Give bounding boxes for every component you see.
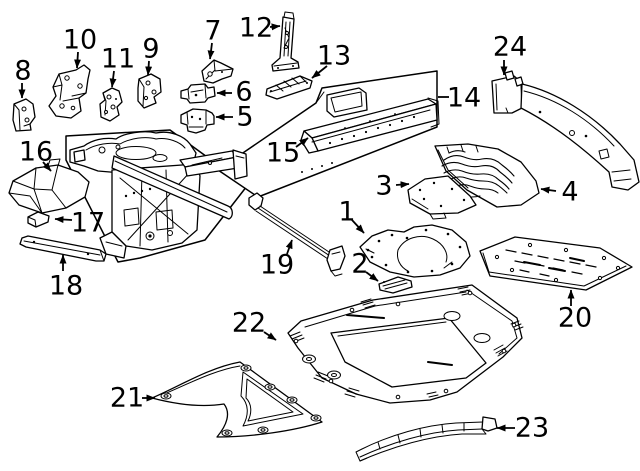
callout-1[interactable]: 1 xyxy=(338,197,365,234)
callout-21[interactable]: 21 xyxy=(110,383,156,414)
callout-12-label[interactable]: 12 xyxy=(239,13,273,44)
callout-16[interactable]: 16 xyxy=(19,137,53,172)
front-rail-assembly-drawing xyxy=(69,131,248,259)
callout-1-arrow xyxy=(351,219,365,234)
part-23-drawing xyxy=(355,416,498,462)
callout-23-label[interactable]: 23 xyxy=(515,413,549,444)
part-22-drawing xyxy=(287,284,524,404)
callout-20-label[interactable]: 20 xyxy=(558,303,592,334)
callout-19-label[interactable]: 19 xyxy=(260,250,294,281)
part-10-drawing xyxy=(48,64,91,119)
part-20-drawing xyxy=(479,236,633,291)
callout-17-label[interactable]: 17 xyxy=(71,208,105,239)
callout-10[interactable]: 10 xyxy=(63,25,97,69)
callout-2[interactable]: 2 xyxy=(351,249,379,282)
part-24-drawing xyxy=(491,70,640,191)
callout-22-label[interactable]: 22 xyxy=(232,308,266,339)
callout-9-label[interactable]: 9 xyxy=(142,34,159,65)
callout-11-label[interactable]: 11 xyxy=(101,44,135,75)
callout-7-label[interactable]: 7 xyxy=(204,16,221,47)
callout-22[interactable]: 22 xyxy=(232,308,277,341)
part-9-drawing xyxy=(137,73,162,109)
callout-7[interactable]: 7 xyxy=(204,16,222,60)
callout-17-arrow xyxy=(54,216,73,223)
callout-5[interactable]: 5 xyxy=(215,102,254,133)
callout-15[interactable]: 15 xyxy=(266,137,309,169)
callout-23[interactable]: 23 xyxy=(496,413,549,444)
callouts-layer: 1 2 3 4 5 6 7 8 xyxy=(14,13,592,444)
part-11-drawing xyxy=(99,87,123,122)
part-8-drawing xyxy=(12,98,36,132)
callout-13-arrow xyxy=(311,65,328,79)
callout-15-arrow xyxy=(295,137,309,148)
callout-24[interactable]: 24 xyxy=(493,32,527,76)
callout-5-label[interactable]: 5 xyxy=(236,102,253,133)
callout-2-label[interactable]: 2 xyxy=(351,249,368,280)
callout-4[interactable]: 4 xyxy=(540,177,579,208)
callout-15-label[interactable]: 15 xyxy=(266,138,300,169)
callout-14-label[interactable]: 14 xyxy=(447,83,481,114)
callout-18[interactable]: 18 xyxy=(49,254,83,302)
callout-10-label[interactable]: 10 xyxy=(63,25,97,56)
callout-22-arrow xyxy=(263,331,277,341)
part-21-drawing xyxy=(151,361,323,438)
callout-13[interactable]: 13 xyxy=(311,41,351,79)
callout-19[interactable]: 19 xyxy=(260,239,294,281)
callout-13-label[interactable]: 13 xyxy=(317,41,351,72)
callout-3[interactable]: 3 xyxy=(375,171,410,202)
part-7-drawing xyxy=(201,59,234,84)
callout-16-label[interactable]: 16 xyxy=(19,137,53,168)
callout-17[interactable]: 17 xyxy=(54,208,105,239)
callout-6-label[interactable]: 6 xyxy=(235,77,252,108)
part-18-drawing xyxy=(19,235,107,262)
callout-4-arrow xyxy=(540,186,557,194)
part-4-drawing xyxy=(434,143,540,208)
part-3-drawing xyxy=(407,175,477,220)
callout-3-arrow xyxy=(395,181,410,189)
callout-9[interactable]: 9 xyxy=(142,34,160,76)
callout-12[interactable]: 12 xyxy=(239,13,281,44)
part-19-drawing xyxy=(248,192,346,277)
callout-1-label[interactable]: 1 xyxy=(338,197,355,228)
callout-24-label[interactable]: 24 xyxy=(493,32,527,63)
callout-10-arrow xyxy=(74,51,82,69)
callout-18-label[interactable]: 18 xyxy=(49,271,83,302)
callout-9-arrow xyxy=(145,60,153,76)
callout-11-arrow xyxy=(109,70,117,88)
callout-14[interactable]: 14 xyxy=(438,83,481,114)
callout-8[interactable]: 8 xyxy=(14,56,32,99)
part-15-drawing xyxy=(300,97,440,154)
callout-7-arrow xyxy=(207,42,215,60)
part-16-drawing xyxy=(8,158,90,214)
callout-12-arrow xyxy=(269,23,281,31)
callout-6[interactable]: 6 xyxy=(216,77,253,108)
callout-19-arrow xyxy=(285,239,293,255)
callout-21-label[interactable]: 21 xyxy=(110,383,144,414)
part-17-drawing xyxy=(27,211,50,228)
callout-4-label[interactable]: 4 xyxy=(561,177,578,208)
callout-3-label[interactable]: 3 xyxy=(375,171,392,202)
part-5-drawing xyxy=(180,108,215,134)
part-6-drawing xyxy=(180,83,216,104)
callout-2-arrow xyxy=(365,271,379,282)
callout-20[interactable]: 20 xyxy=(558,289,592,334)
part-1-drawing xyxy=(359,224,471,278)
callout-16-arrow xyxy=(42,161,52,172)
callout-11[interactable]: 11 xyxy=(101,44,135,88)
part-12-drawing xyxy=(271,11,300,72)
callout-8-label[interactable]: 8 xyxy=(14,56,31,87)
part-2-drawing xyxy=(378,276,413,294)
part-13-drawing xyxy=(265,75,313,100)
